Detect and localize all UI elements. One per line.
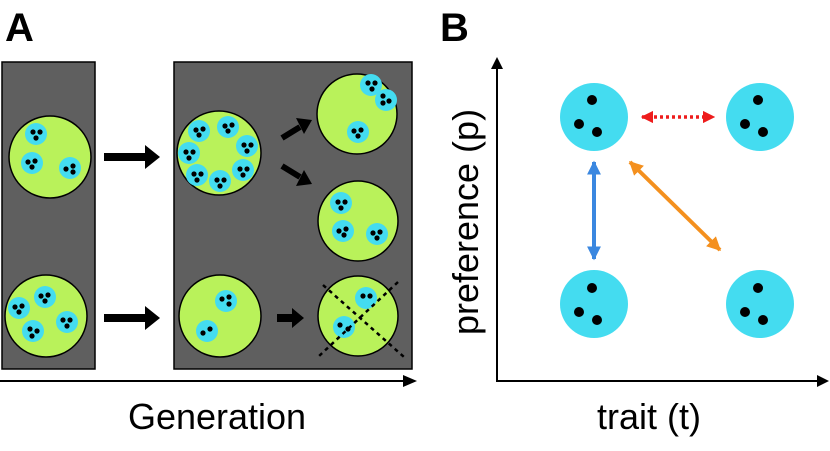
- group-low-preference-high-trait: [726, 270, 794, 338]
- population-gen2-top: [176, 110, 262, 196]
- fission-arrow-down: [280, 163, 312, 186]
- generation-axis-arrowhead: [403, 375, 417, 387]
- group-low-preference-low-trait: [560, 270, 628, 338]
- fission-arrow-up: [280, 118, 312, 141]
- group-high-preference-high-trait: [726, 83, 794, 151]
- transition-arrow-small: [277, 308, 304, 328]
- panel-a-label: A: [5, 6, 34, 50]
- trait-axis-label: trait (t): [597, 396, 701, 437]
- group-high-preference-low-trait: [560, 83, 628, 151]
- extinction-cross-line-2: [317, 281, 399, 358]
- panel-b-label: B: [440, 6, 469, 50]
- preference-axis-label: preference (p): [445, 109, 486, 335]
- generation-axis-label: Generation: [128, 396, 306, 437]
- trait-axis-arrowhead: [817, 375, 829, 387]
- population-gen1-bottom: [4, 274, 88, 358]
- preference-axis-arrowhead: [491, 57, 503, 69]
- population-extinct: [317, 275, 405, 358]
- orange-arrow: [628, 160, 722, 252]
- transition-arrow-top: [104, 145, 160, 169]
- transition-arrow-bottom: [104, 306, 160, 330]
- population-gen2-bottom: [178, 274, 262, 358]
- population-daughter-2: [317, 180, 399, 262]
- extinction-cross-line-1: [322, 284, 405, 358]
- population-daughter-1: [316, 73, 398, 155]
- population-gen1-top: [8, 115, 92, 199]
